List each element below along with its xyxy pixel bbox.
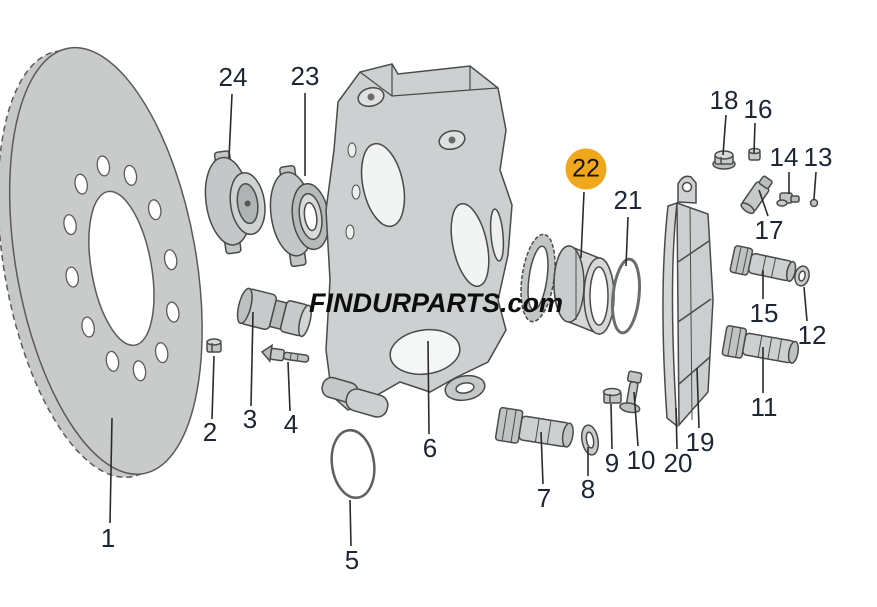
callout-3[interactable]: 3 [242,404,258,434]
callout-22-highlighted[interactable]: 22 [565,148,607,190]
part-9-nut [602,387,622,404]
part-22-piston-boot [553,245,615,335]
leader-line-22 [580,191,585,259]
callout-12[interactable]: 12 [797,320,827,350]
part-12-bushing [794,265,810,287]
leader-line-9 [610,403,613,450]
part-1-brake-rotor [0,46,203,479]
seal-ring [520,233,556,323]
callout-6[interactable]: 6 [422,433,438,463]
callout-23[interactable]: 23 [290,61,320,91]
part-11-hex-bolt [721,325,800,364]
leader-line-6 [427,340,430,435]
leader-line-20 [675,407,678,450]
leader-line-17 [758,189,769,217]
callout-21[interactable]: 21 [613,185,643,215]
leader-line-13 [813,171,817,200]
callout-17[interactable]: 17 [754,215,784,245]
part-10-bolt [619,370,643,414]
caliper-guide-bosses [321,374,486,418]
callout-10[interactable]: 10 [626,445,656,475]
leader-line-16 [753,122,756,154]
leader-line-2 [211,355,215,420]
callout-18[interactable]: 18 [709,85,739,115]
callout-14[interactable]: 14 [769,142,799,172]
part-7-hex-bolt [494,406,574,448]
callout-8[interactable]: 8 [580,474,596,504]
part-2-nut [206,338,222,353]
part-23-tappet-assembly [269,164,330,268]
callout-2[interactable]: 2 [202,417,218,447]
leader-line-19 [696,367,700,429]
rotor-hub-hole [88,190,155,347]
rotor-bolt-holes [63,155,180,382]
leader-line-10 [633,391,639,447]
callout-13[interactable]: 13 [803,142,833,172]
leader-line-3 [250,311,254,407]
callout-20[interactable]: 20 [663,448,693,478]
part-13-pin [809,198,819,208]
callout-19[interactable]: 19 [685,427,715,457]
part-3-guide-bushing [236,287,312,338]
leader-line-24 [228,93,233,159]
watermark: FINDURPARTS.com [309,288,564,318]
leader-line-4 [287,361,291,412]
part-8-washer [580,424,600,456]
leader-line-18 [722,114,727,156]
callout-15[interactable]: 15 [749,298,779,328]
leader-line-21 [625,216,629,267]
part-6-caliper-body [321,63,513,418]
leader-line-1 [109,417,113,524]
part-21-o-ring [611,257,641,335]
callout-7[interactable]: 7 [536,483,552,513]
part-14-fitting [776,192,800,207]
leader-lines [109,93,817,547]
callout-24[interactable]: 24 [218,62,248,92]
part-5-o-ring [330,428,376,500]
part-19-brake-pad [676,201,714,427]
part-17-sleeve [740,175,773,215]
callout-5[interactable]: 5 [344,545,360,575]
part-4-bolt [260,343,310,363]
part-15-hex-bolt [729,245,797,283]
callout-11[interactable]: 11 [750,392,778,422]
leader-line-5 [349,499,352,547]
callout-9[interactable]: 9 [604,448,620,478]
callout-1[interactable]: 1 [100,523,116,553]
leader-line-12 [803,286,808,322]
callout-16[interactable]: 16 [743,94,773,124]
part-18-flange-nut [712,150,736,170]
leader-line-7 [540,431,544,485]
part-24-tappet-assembly [204,150,266,255]
callout-4[interactable]: 4 [283,409,299,439]
